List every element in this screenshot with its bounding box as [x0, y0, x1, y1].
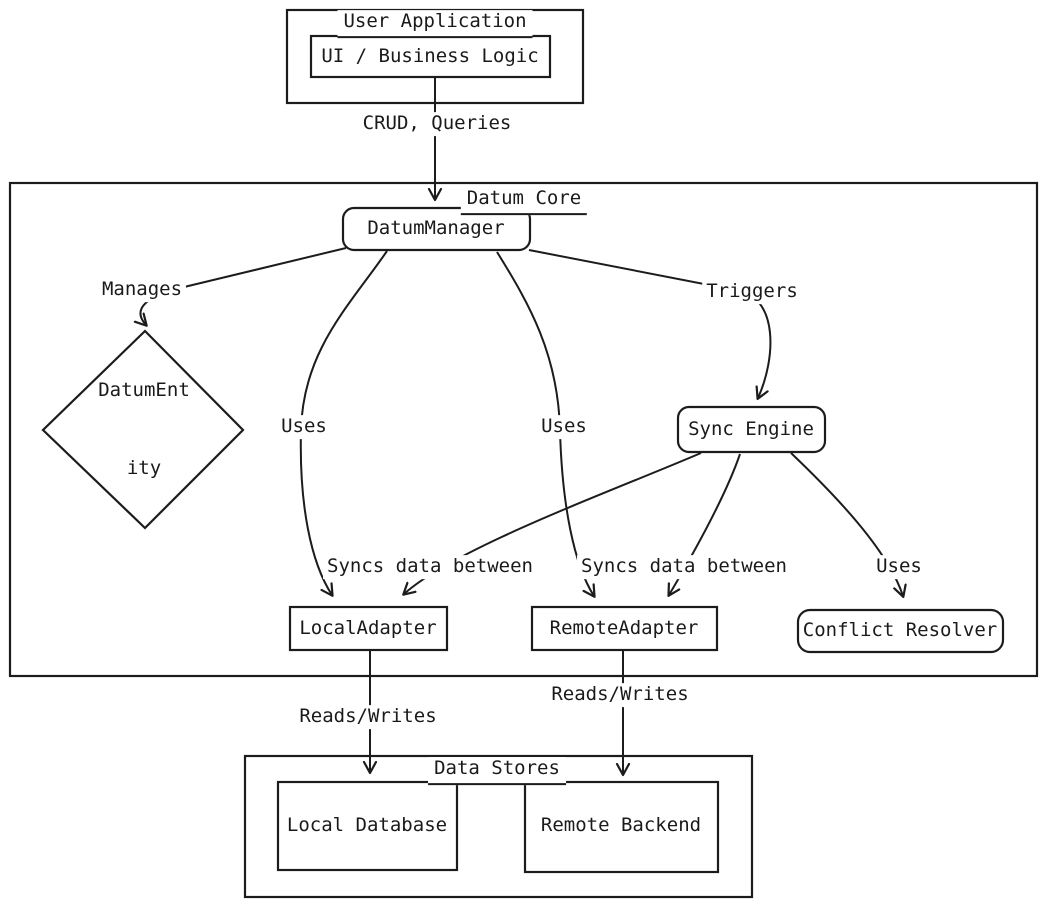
local-adapter-box — [288, 605, 449, 652]
conflict-resolver-label: Conflict Resolver — [802, 619, 998, 642]
ui-business-logic-box — [309, 34, 552, 79]
sync-engine-label: Sync Engine — [688, 418, 814, 441]
edge-label-uses-remote: Uses — [537, 415, 591, 439]
remote-backend-box — [523, 780, 720, 874]
edge-syncengine-to-conflictresolver — [790, 452, 903, 596]
ui-business-logic-label: UI / Business Logic — [321, 45, 539, 68]
edge-label-uses-conflict: Uses — [872, 555, 926, 579]
edge-label-crud-queries: CRUD, Queries — [358, 112, 516, 136]
edge-syncengine-to-remoteadapter — [669, 453, 741, 595]
edge-label-triggers: Triggers — [702, 280, 802, 304]
edge-label-uses-local: Uses — [277, 415, 331, 439]
edge-label-reads-writes-local: Reads/Writes — [295, 705, 441, 729]
local-database-label: Local Database — [286, 814, 448, 837]
datum-entity-diamond — [41, 329, 245, 530]
remote-backend-label: Remote Backend — [540, 814, 702, 837]
local-adapter-label: LocalAdapter — [299, 617, 437, 640]
edge-label-manages: Manages — [97, 278, 187, 302]
datum-manager-box — [341, 206, 532, 252]
datum-core-title: Datum Core — [460, 187, 588, 215]
data-stores-title: Data Stores — [428, 757, 566, 785]
datum-entity-label-line1: DatumEnt — [98, 379, 190, 401]
edge-label-syncs-remote: Syncs data between — [577, 555, 791, 579]
edge-label-reads-writes-remote: Reads/Writes — [547, 683, 693, 707]
datum-entity-label-line2: ity — [126, 457, 162, 479]
edge-label-syncs-local: Syncs data between — [323, 555, 537, 579]
datum-manager-label: DatumManager — [367, 217, 505, 240]
sync-engine-box — [676, 405, 827, 454]
datum-entity-label: DatumEnt ity — [98, 325, 190, 533]
remote-adapter-box — [530, 605, 719, 652]
remote-adapter-label: RemoteAdapter — [549, 617, 699, 640]
user-application-title: User Application — [337, 10, 533, 38]
conflict-resolver-box — [796, 608, 1005, 654]
local-database-box — [276, 780, 459, 872]
